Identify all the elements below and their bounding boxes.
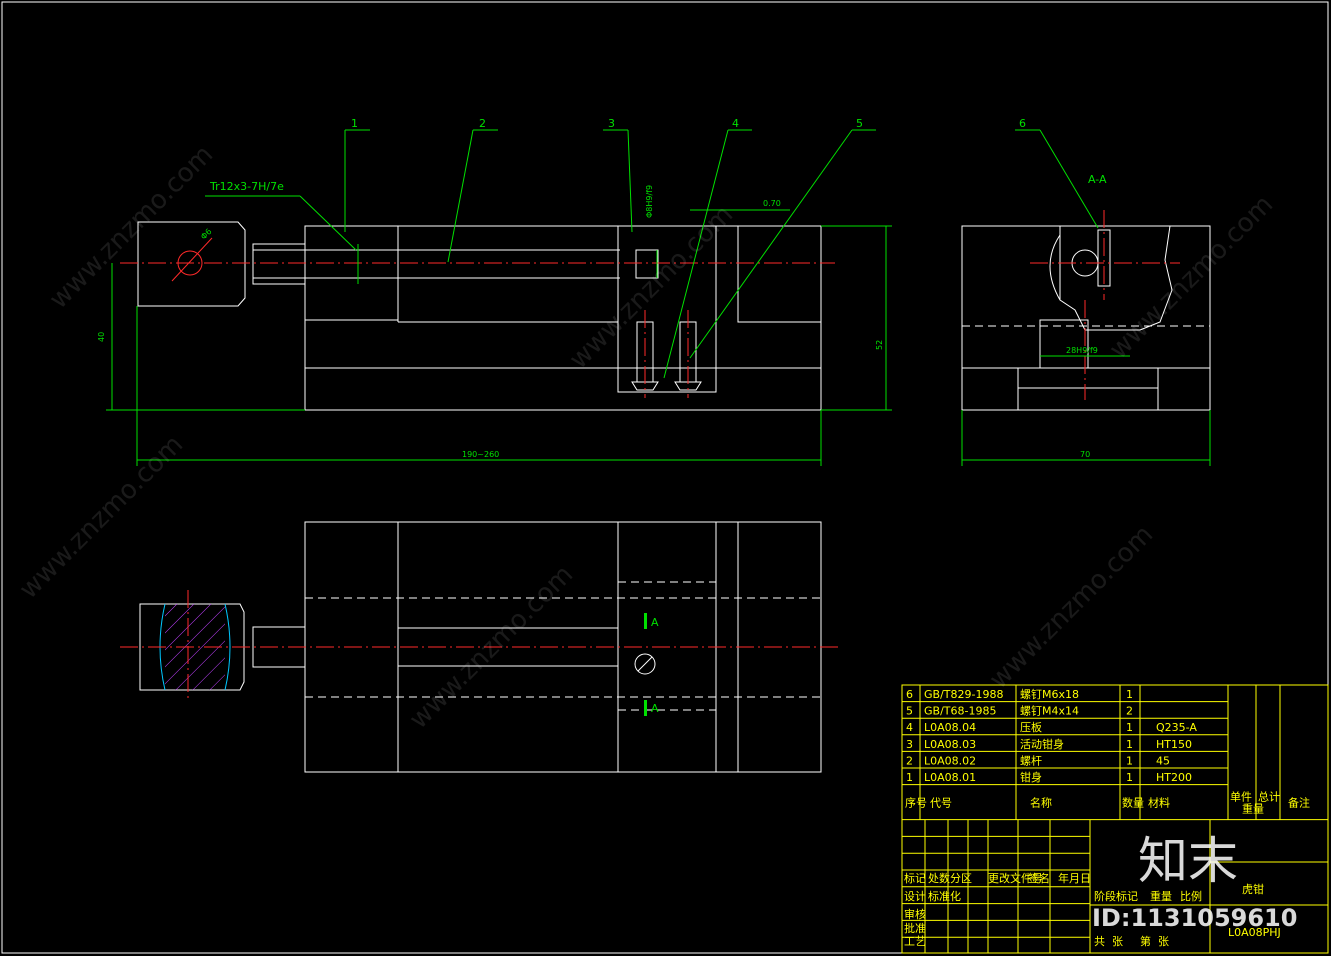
- bom-cell-no: 6: [906, 688, 913, 701]
- title-block-label: 审核: [904, 907, 926, 921]
- image-id: ID:1131059610: [1092, 904, 1297, 932]
- bom-cell-no: 1: [906, 771, 913, 784]
- bom-cell-name: 活动钳身: [1020, 737, 1064, 751]
- bom-header-total-weight: 总计: [1258, 790, 1280, 804]
- tolerance-2: 28H9/f9: [1066, 346, 1098, 355]
- cut-mark-bottom: A: [651, 702, 659, 715]
- balloon-2: 2: [479, 117, 486, 130]
- title-block-label: 阶段标记: [1094, 889, 1138, 903]
- watermark-text: www.znzmo.com: [44, 140, 219, 315]
- bom-cell-code: GB/T829-1988: [924, 688, 1003, 701]
- title-block-label: 比例: [1180, 889, 1202, 903]
- bom-header-material: 材料: [1148, 796, 1170, 810]
- brand-logo: 知末: [1138, 832, 1238, 890]
- bom-cell-code: L0A08.03: [924, 738, 976, 751]
- bom-cell-code: GB/T68-1985: [924, 705, 996, 718]
- title-block-label: 共: [1094, 935, 1105, 948]
- bom-cell-no: 2: [906, 754, 913, 767]
- title-block-label: 张: [1112, 935, 1123, 948]
- bom-cell-qty: 1: [1126, 771, 1133, 784]
- title-block-label: 张: [1158, 935, 1169, 948]
- bom-cell-qty: 1: [1126, 688, 1133, 701]
- title-block-label: 分区: [950, 872, 972, 885]
- bom-cell-no: 4: [906, 721, 913, 734]
- dim-height-right: 52: [875, 340, 884, 350]
- bom-cell-no: 3: [906, 738, 913, 751]
- tolerance-1: Φ8H9/f9: [645, 185, 654, 218]
- bom-cell-material: HT150: [1156, 738, 1192, 751]
- title-block-label: 第: [1140, 934, 1151, 948]
- bom-cell-material: HT200: [1156, 771, 1192, 784]
- title-block-label: 标记: [904, 871, 926, 885]
- balloon-3: 3: [608, 117, 615, 130]
- balloon-5: 5: [856, 117, 863, 130]
- bom-header-weight: 重量: [1242, 802, 1264, 816]
- bom-cell-code: L0A08.02: [924, 754, 976, 767]
- bom-cell-material: Q235-A: [1156, 721, 1197, 734]
- title-block-label: 标准化: [928, 889, 961, 903]
- top-view: A A: [120, 521, 838, 773]
- balloon-1: 1: [351, 117, 358, 130]
- watermark-text: www.znzmo.com: [984, 520, 1159, 695]
- bom-cell-name: 螺杆: [1020, 753, 1042, 767]
- bom-cell-material: 45: [1156, 754, 1170, 767]
- title-block-label: 设计: [904, 890, 926, 903]
- bom-header-code: 代号: [930, 797, 952, 810]
- bill-of-materials: 6 GB/T829-1988 螺钉M6x18 1 5 GB/T68-1985 螺钉M4x14…: [901, 684, 1329, 954]
- title-block-label: 签名: [1028, 871, 1050, 885]
- bom-header-unit-weight: 单件: [1230, 791, 1252, 804]
- dim-length: 190~260: [462, 450, 499, 459]
- bom-header-remark: 备注: [1288, 796, 1310, 810]
- front-view: 40 52 190~260 Φ8H9/f9 0.70 Φ6 Tr12x3-7H/…: [97, 117, 892, 466]
- bom-header-name: 名称: [1030, 796, 1052, 810]
- gap-dimension: 0.70: [763, 199, 781, 208]
- drawing-number: L0A08PHJ: [1228, 926, 1281, 939]
- title-block-label: 年月日: [1058, 871, 1091, 885]
- bom-cell-qty: 1: [1126, 754, 1133, 767]
- bom-cell-no: 5: [906, 705, 913, 718]
- dim-width: 70: [1080, 450, 1090, 459]
- bom-cell-code: L0A08.01: [924, 771, 976, 784]
- bom-cell-name: 螺钉M4x14: [1020, 705, 1079, 718]
- balloon-4: 4: [732, 117, 739, 130]
- section-a-a-view: A-A 28H9/f9 70 6: [961, 117, 1211, 466]
- balloon-6: 6: [1019, 117, 1026, 130]
- thread-callout: Tr12x3-7H/7e: [209, 180, 284, 193]
- bom-header-qty: 数量: [1122, 797, 1144, 810]
- title-block-label: 工艺: [904, 935, 926, 948]
- bom-cell-qty: 1: [1126, 738, 1133, 751]
- bom-cell-name: 钳身: [1020, 770, 1042, 784]
- bom-cell-name: 螺钉M6x18: [1020, 688, 1079, 701]
- watermark-text: www.znzmo.com: [1104, 190, 1279, 365]
- title-block-label: 处数: [928, 872, 950, 885]
- section-label: A-A: [1088, 173, 1107, 186]
- bom-cell-code: L0A08.04: [924, 721, 976, 734]
- bom-cell-name: 压板: [1020, 720, 1042, 734]
- drawing-title: 虎钳: [1242, 883, 1264, 896]
- watermark-text: www.znzmo.com: [14, 430, 189, 605]
- title-block-label: 重量: [1150, 889, 1172, 903]
- bom-cell-qty: 2: [1126, 705, 1133, 718]
- dim-height-left: 40: [97, 332, 106, 342]
- title-block-label: 更改文件号: [988, 871, 1043, 885]
- bom-cell-qty: 1: [1126, 721, 1133, 734]
- bom-header-no: 序号: [905, 796, 927, 810]
- cut-mark-top: A: [651, 616, 659, 629]
- title-block-label: 批准: [904, 921, 926, 935]
